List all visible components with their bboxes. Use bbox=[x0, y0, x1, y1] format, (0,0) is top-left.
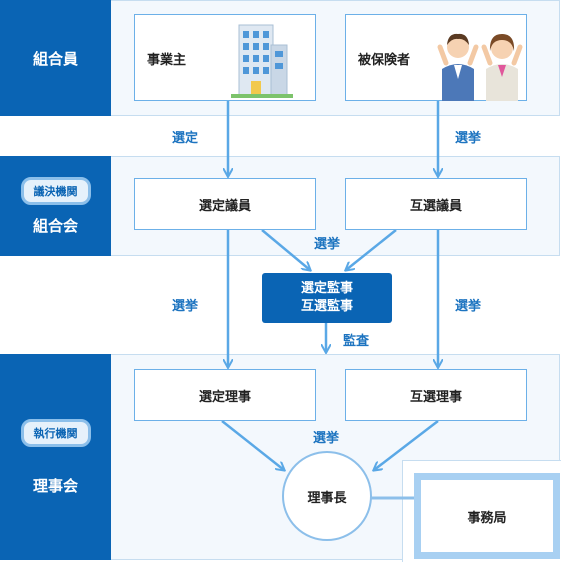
node-jigyounushi: 事業主 bbox=[134, 14, 316, 101]
rijichou-circle bbox=[282, 451, 372, 541]
node-jimukyoku-label: 事務局 bbox=[467, 510, 507, 526]
node-gosen-giin: 互選議員 bbox=[345, 178, 527, 230]
node-gosen-riji-label: 互選理事 bbox=[409, 389, 462, 405]
section-label-text: 組合員 bbox=[32, 49, 78, 68]
node-kanji-sentei-label: 選定監事 bbox=[300, 281, 353, 296]
edge-label-kansa: 監査 bbox=[343, 334, 370, 349]
edge-label-sentei: 選定 bbox=[172, 131, 199, 146]
arrow-sentei-riji-to-rijichou bbox=[221, 420, 284, 470]
node-sentei-riji: 選定理事 bbox=[134, 369, 316, 421]
arrow-sentei-giin-to-kanji bbox=[261, 229, 310, 270]
edge-label-senkyo-kanji: 選挙 bbox=[314, 237, 341, 252]
node-hihokensha-label: 被保険者 bbox=[358, 53, 411, 68]
badge-giketsu-kikan: 議決機関 bbox=[20, 176, 91, 205]
node-kanji-gosen-label: 互選監事 bbox=[300, 299, 353, 314]
arrow-gosen-riji-to-rijichou bbox=[374, 420, 439, 470]
badge-shikkou-kikan: 執行機関 bbox=[20, 418, 91, 447]
node-sentei-giin-label: 選定議員 bbox=[198, 198, 251, 214]
node-gosen-giin-label: 互選議員 bbox=[409, 198, 462, 214]
edge-label-senkyo-top: 選挙 bbox=[455, 131, 482, 146]
node-sentei-giin: 選定議員 bbox=[134, 178, 316, 230]
node-kanji: 選定監事 互選監事 bbox=[262, 273, 392, 323]
node-gosen-riji: 互選理事 bbox=[345, 369, 527, 421]
node-hihokensha: 被保険者 bbox=[345, 14, 527, 101]
node-jimukyoku: 事務局 bbox=[414, 473, 560, 559]
section-label-rijikai: 執行機関 理事会 bbox=[0, 354, 111, 560]
node-jigyounushi-label: 事業主 bbox=[147, 53, 187, 68]
node-rijichou-label: 理事長 bbox=[307, 490, 347, 506]
edge-label-senkyo-rijichou: 選挙 bbox=[313, 431, 340, 446]
section-label-text: 組合会 bbox=[32, 216, 78, 235]
arrow-gosen-giin-to-kanji bbox=[346, 229, 397, 270]
edge-label-senkyo-left: 選挙 bbox=[172, 299, 199, 314]
people-cheering-icon bbox=[437, 33, 523, 101]
node-rijichou: 理事長 bbox=[283, 452, 371, 540]
section-label-kumiaiin: 組合員 bbox=[0, 0, 111, 116]
section-label-kumiaikai: 議決機関 組合会 bbox=[0, 156, 111, 256]
office-building-icon bbox=[231, 24, 293, 98]
section-label-text: 理事会 bbox=[32, 476, 78, 495]
node-sentei-riji-label: 選定理事 bbox=[198, 389, 251, 405]
edge-label-senkyo-right: 選挙 bbox=[455, 299, 482, 314]
